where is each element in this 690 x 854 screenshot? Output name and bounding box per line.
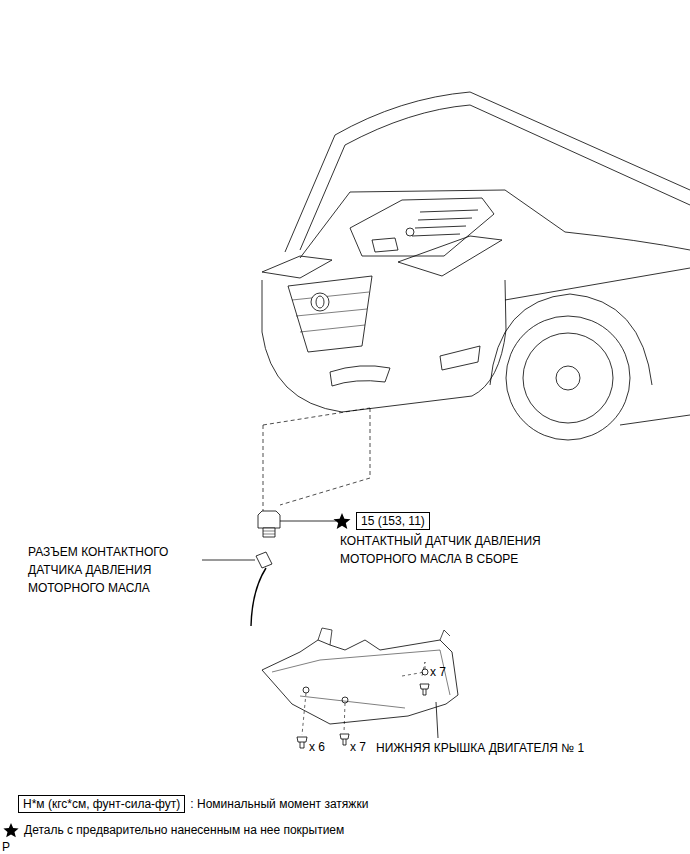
quantity-label: x 7 xyxy=(430,663,446,681)
page-mark: P xyxy=(2,838,10,854)
box-text: 15 (153, 11) xyxy=(361,514,425,528)
legend-text: Деталь с предварительно нанесенным на не… xyxy=(24,821,344,839)
part-name: КОНТАКТНЫЙ ДАТЧИК ДАВЛЕНИЯ МОТОРНОГО МАС… xyxy=(340,532,585,568)
box-text: Н*м (кгс*см, фунт-сила-фут) xyxy=(23,797,180,811)
torque-spec-box: 15 (153, 11) xyxy=(356,512,430,530)
quantity-label: x 7 xyxy=(350,738,366,756)
part-name: РАЗЪЕМ КОНТАКТНОГО ДАТЧИКА ДАВЛЕНИЯ МОТО… xyxy=(28,543,210,597)
legend-text: : Номинальный момент затяжки xyxy=(190,795,368,813)
part-name: НИЖНЯЯ КРЫШКА ДВИГАТЕЛЯ № 1 xyxy=(376,739,584,757)
quantity-label: x 6 xyxy=(309,738,325,756)
legend-torque-box: Н*м (кгс*см, фунт-сила-фут) xyxy=(18,795,185,813)
